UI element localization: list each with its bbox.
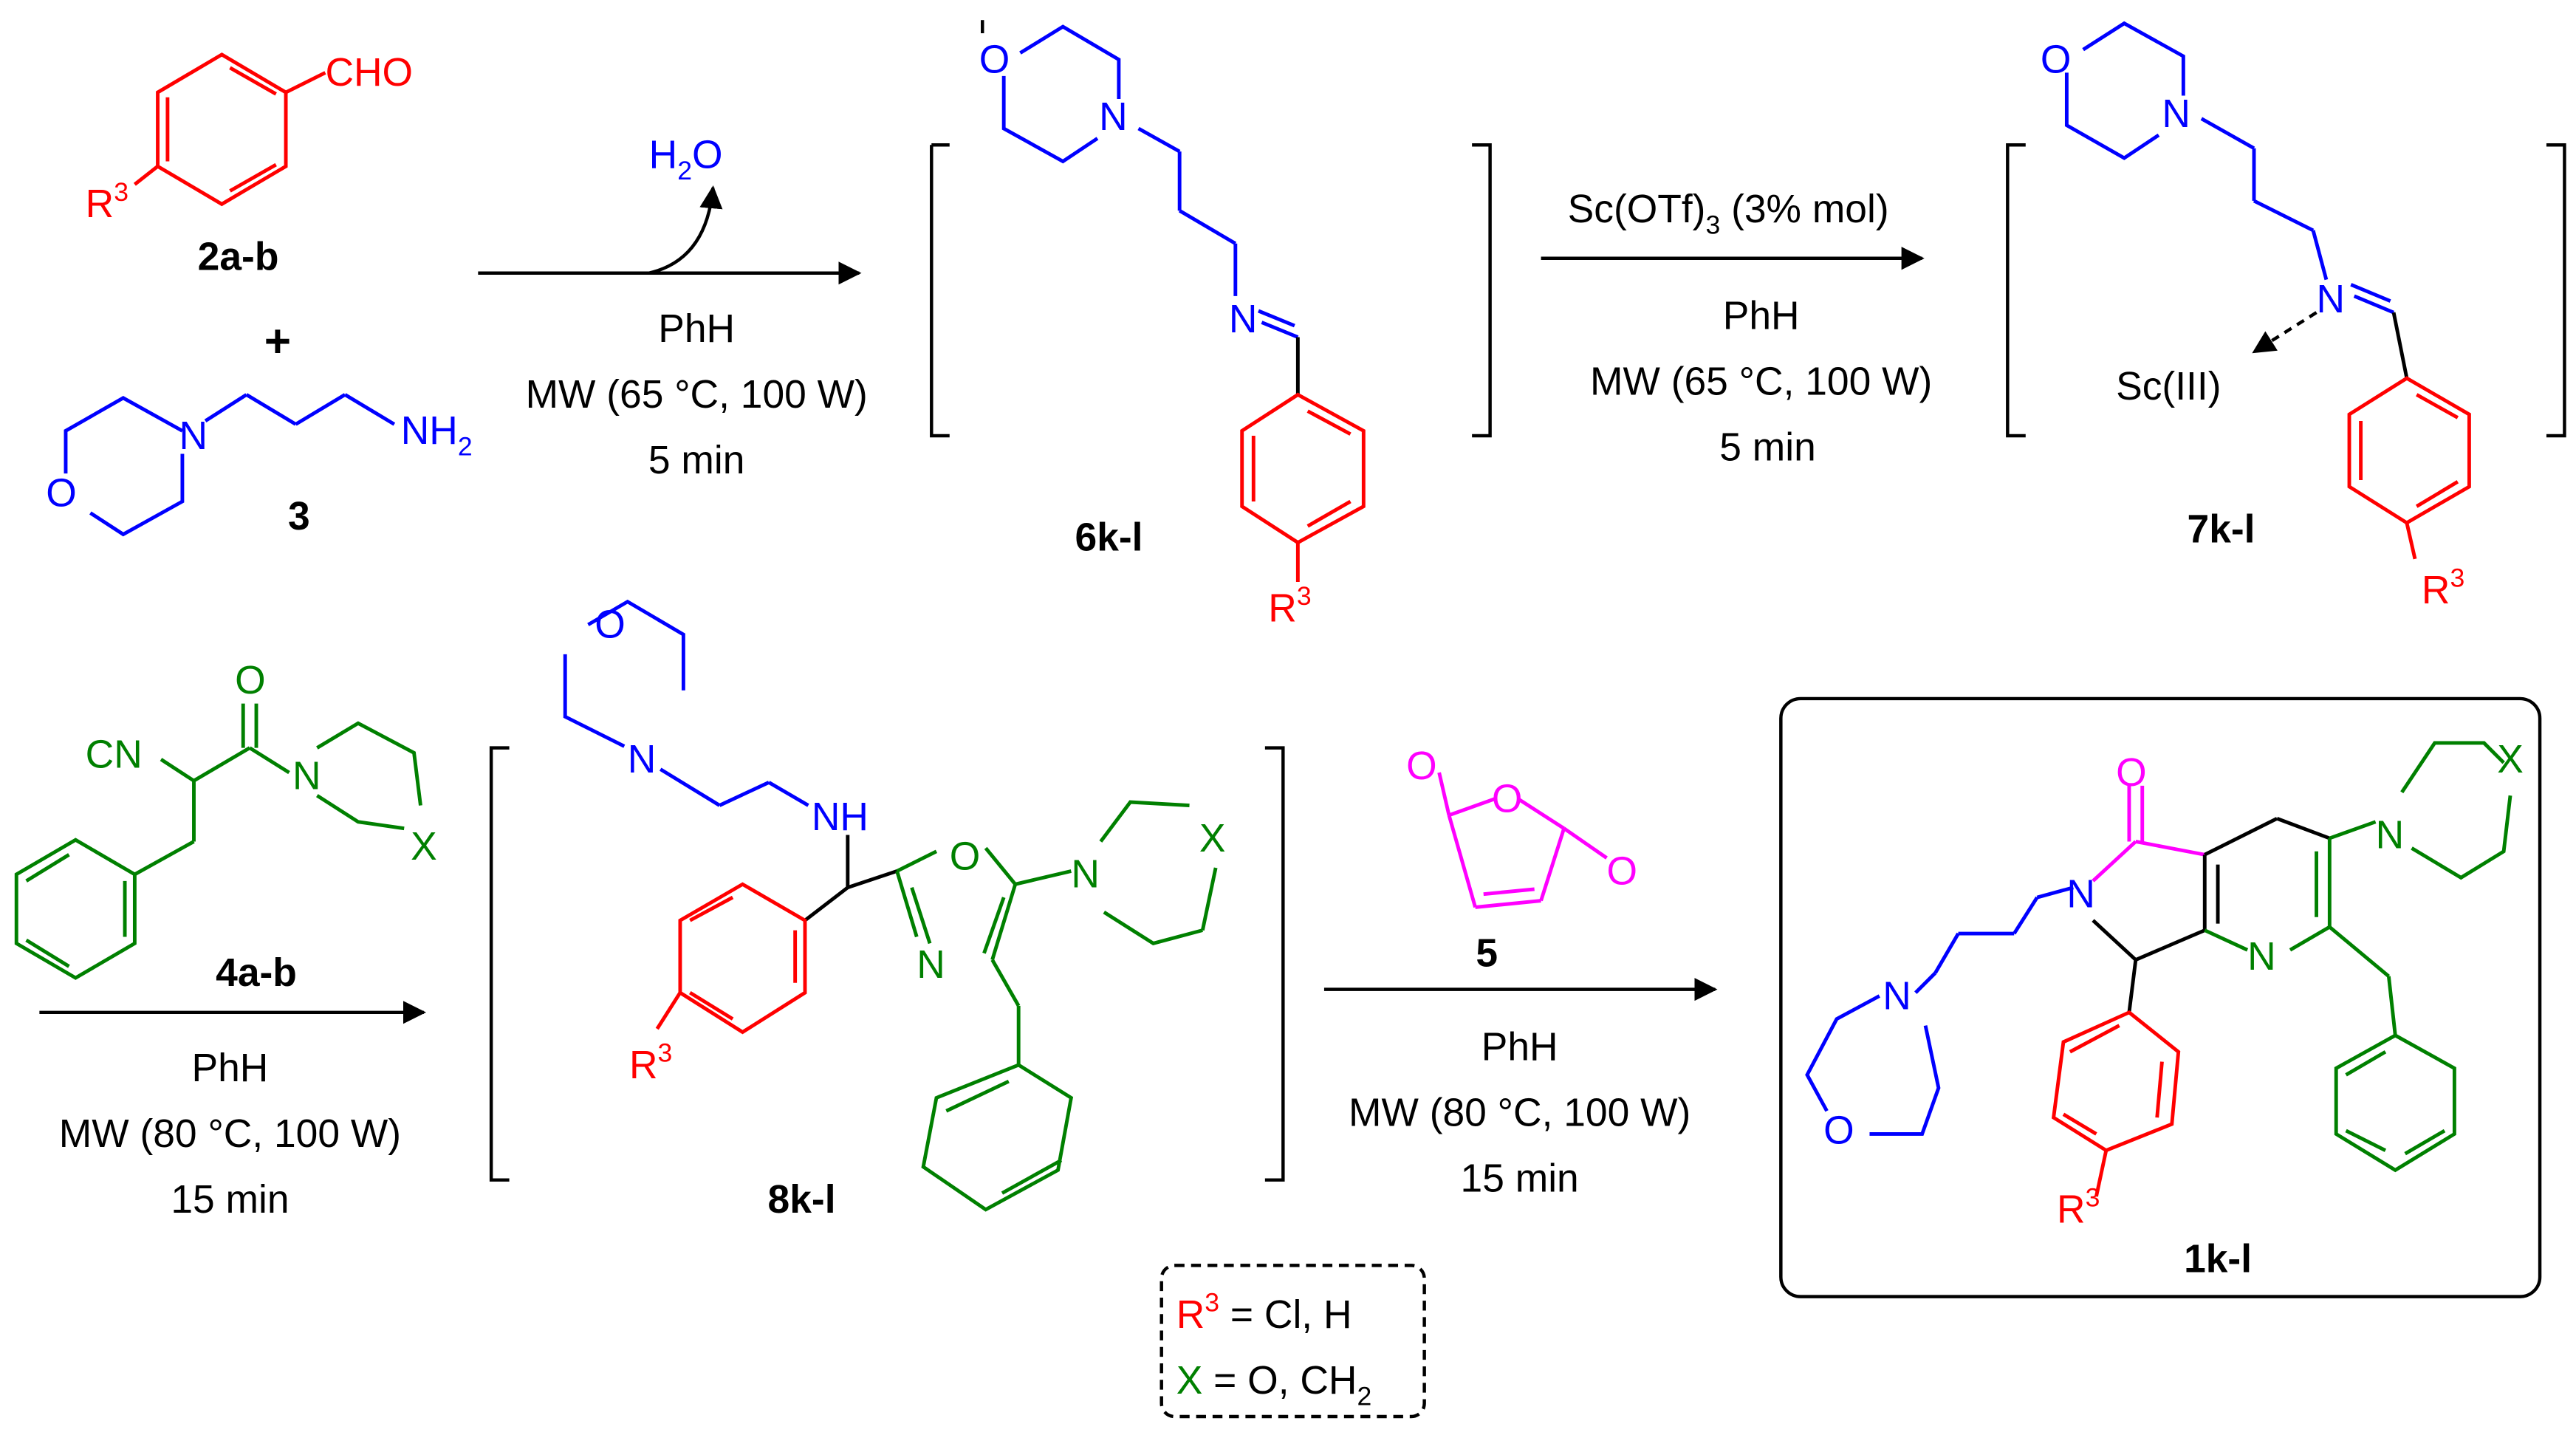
amine-n-label: N bbox=[179, 414, 208, 458]
morpholine-n-label: N bbox=[1099, 95, 1128, 139]
compound-id-1k-l: 1k-l bbox=[2184, 1237, 2252, 1281]
morpholine-n-label: N bbox=[2162, 92, 2190, 136]
ring-o-label: O bbox=[1492, 777, 1523, 821]
piperidine-n-label: N bbox=[1071, 853, 1100, 897]
morpholine-o-label: O bbox=[595, 603, 626, 647]
water-byproduct: H2O bbox=[649, 133, 723, 185]
isocyanide-label: CN bbox=[86, 733, 143, 776]
compound-id-7k-l: 7k-l bbox=[2188, 508, 2255, 552]
compound-4a-b: CN O N X 4a-b bbox=[14, 659, 437, 995]
arrow-1-time: 5 min bbox=[648, 439, 745, 482]
amine-o-label: O bbox=[46, 472, 77, 516]
nh2-label: NH2 bbox=[401, 409, 473, 462]
r3-label: R3 bbox=[629, 1038, 672, 1087]
arrow-2-conditions: MW (65 °C, 100 W) bbox=[1590, 360, 1932, 403]
arrow-1-solvent: PhH bbox=[658, 307, 735, 351]
lactam-n-label: N bbox=[2066, 872, 2095, 916]
substituent-legend: R3 = Cl, H X = O, CH2 bbox=[1159, 1264, 1426, 1419]
amine-nh-label: NH bbox=[812, 795, 869, 839]
compound-1k-l: O N N N X N O R3 1k-l bbox=[1779, 696, 2542, 1298]
compound-2a-b: CHO R3 2a-b bbox=[86, 51, 413, 278]
r3-label: R3 bbox=[86, 177, 129, 226]
carbonyl-o-label: O bbox=[235, 659, 266, 702]
arrow-3-time: 15 min bbox=[171, 1178, 289, 1222]
compound-5: O O O 5 bbox=[1406, 744, 1637, 976]
r3-label: R3 bbox=[1268, 581, 1311, 630]
arrow-4: PhH MW (80 °C, 100 W) 15 min bbox=[1323, 978, 1718, 1200]
arrow-1: H2O PhH MW (65 °C, 100 W) 5 min bbox=[478, 133, 868, 482]
lactam-o-label: O bbox=[2116, 751, 2147, 795]
compound-id-3: 3 bbox=[288, 495, 310, 538]
compound-id-4a-b: 4a-b bbox=[216, 951, 297, 995]
r3-label: R3 bbox=[2057, 1182, 2100, 1231]
morpholine-o-label: O bbox=[1823, 1109, 1854, 1153]
legend-r3-line: R3 = Cl, H bbox=[1176, 1288, 1352, 1337]
morpholine-n-label: N bbox=[628, 738, 657, 781]
x-label: X bbox=[1199, 817, 1226, 860]
imine-n-label: N bbox=[1229, 298, 1258, 341]
arrow-4-time: 15 min bbox=[1461, 1157, 1579, 1200]
legend-x-line: X = O, CH2 bbox=[1176, 1359, 1372, 1411]
x-label: X bbox=[411, 825, 437, 869]
pyridine-n-label: N bbox=[2247, 935, 2276, 979]
catalyst-label: Sc(OTf)3 (3% mol) bbox=[1568, 188, 1889, 240]
imine-n-label: N bbox=[2317, 278, 2346, 321]
x-label: X bbox=[2497, 738, 2524, 781]
oxazole-n-label: N bbox=[917, 943, 945, 987]
compound-id-8k-l: 8k-l bbox=[768, 1178, 836, 1222]
morpholine-o-label: O bbox=[2041, 38, 2072, 81]
morpholine-o-label: O bbox=[979, 38, 1010, 81]
arrow-2-time: 5 min bbox=[1719, 425, 1816, 469]
carbonyl-o-label: O bbox=[1406, 744, 1437, 788]
arrow-2: Sc(OTf)3 (3% mol) PhH MW (65 °C, 100 W) … bbox=[1541, 188, 1932, 469]
carbonyl-o-label-2: O bbox=[1607, 849, 1638, 893]
aldehyde-label: CHO bbox=[325, 51, 413, 95]
arrow-1-conditions: MW (65 °C, 100 W) bbox=[526, 373, 868, 417]
compound-6k-l: O N N R3 6k-l bbox=[930, 20, 1492, 630]
arrow-3: PhH MW (80 °C, 100 W) 15 min bbox=[39, 1001, 427, 1222]
compound-id-6k-l: 6k-l bbox=[1075, 516, 1143, 560]
scandium-label: Sc(III) bbox=[2116, 365, 2221, 408]
piperidine-n-label: N bbox=[2376, 813, 2405, 857]
amide-n-label: N bbox=[292, 754, 321, 798]
compound-id-5: 5 bbox=[1476, 932, 1498, 976]
arrow-2-solvent: PhH bbox=[1723, 294, 1800, 338]
arrow-4-conditions: MW (80 °C, 100 W) bbox=[1349, 1091, 1690, 1134]
plus-sign: + bbox=[264, 316, 291, 367]
arrow-4-solvent: PhH bbox=[1481, 1025, 1558, 1069]
compound-id-2a-b: 2a-b bbox=[198, 235, 279, 278]
morpholine-n-label: N bbox=[1883, 974, 1911, 1018]
arrow-3-solvent: PhH bbox=[192, 1047, 269, 1090]
compound-3: N O NH2 3 bbox=[46, 393, 473, 538]
arrow-3-conditions: MW (80 °C, 100 W) bbox=[59, 1112, 401, 1156]
compound-7k-l: O N N Sc(III) R3 7k-l bbox=[2006, 21, 2566, 612]
r3-label: R3 bbox=[2422, 564, 2464, 612]
oxazole-o-label: O bbox=[950, 835, 981, 878]
compound-8k-l: O N NH O N N X R3 8k-l bbox=[489, 599, 1285, 1222]
